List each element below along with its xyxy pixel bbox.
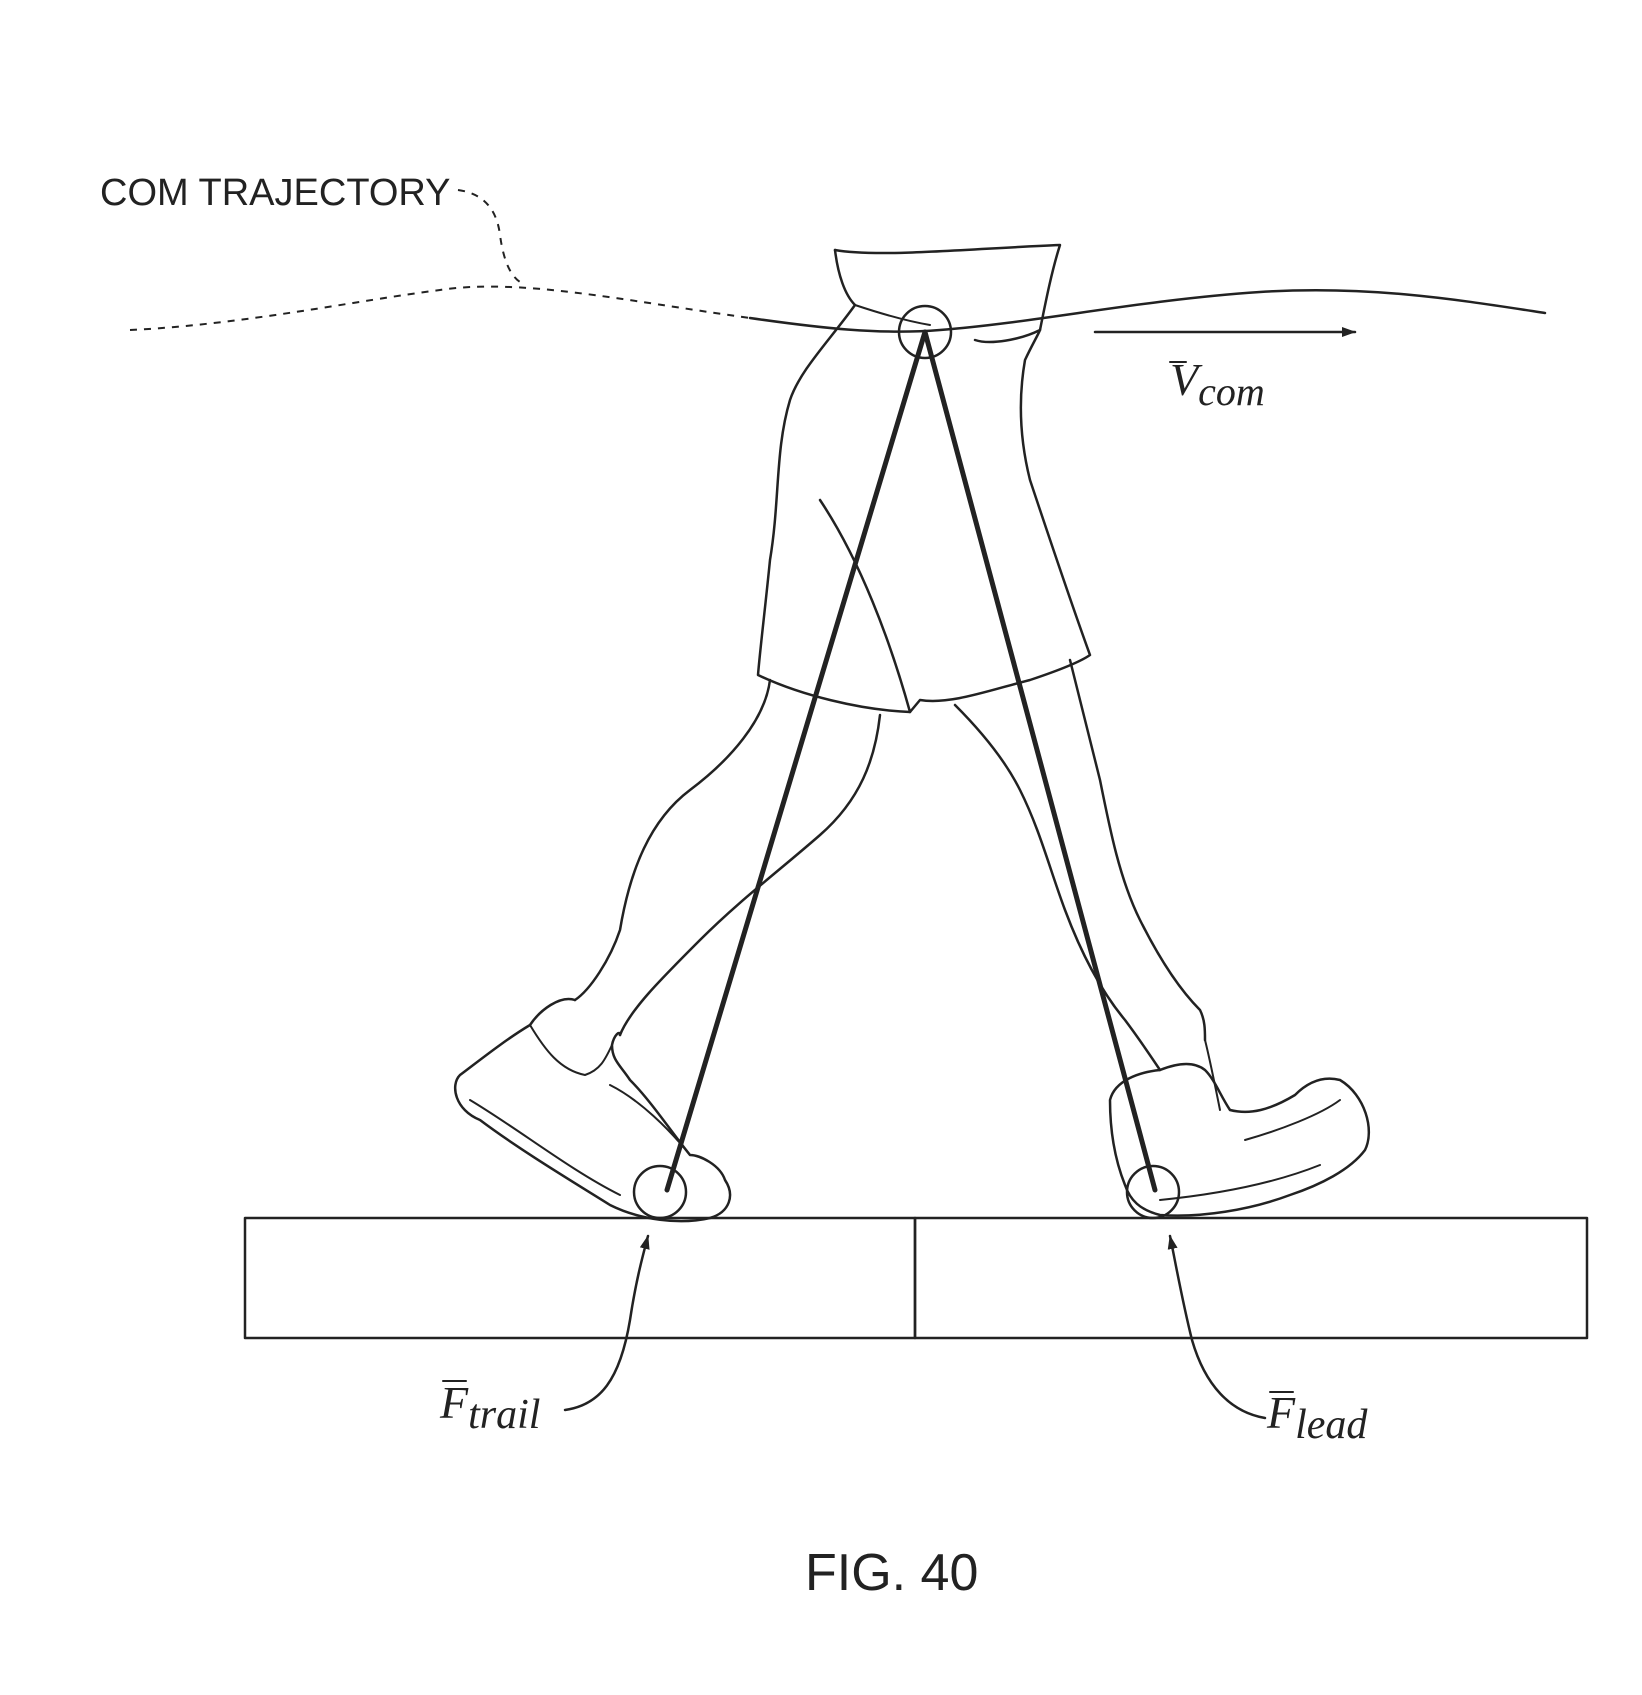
f-lead-subscript: lead xyxy=(1295,1402,1368,1448)
figure-caption: FIG. 40 xyxy=(805,1544,978,1602)
f-lead-symbol: F xyxy=(1266,1387,1296,1438)
com-trajectory-solid xyxy=(750,290,1545,331)
com-trajectory-label: COM TRAJECTORY xyxy=(100,172,451,214)
v-com-subscript: com xyxy=(1198,369,1265,414)
trail-contact-marker xyxy=(634,1166,686,1218)
com-trajectory-dashed xyxy=(130,287,750,330)
v-com-label: Vcom xyxy=(1170,354,1265,414)
f-trail-symbol: F xyxy=(439,1377,469,1428)
com-trajectory-leader xyxy=(458,190,520,282)
leading-leg xyxy=(955,660,1205,1070)
lead-force-arrow xyxy=(1170,1236,1265,1418)
force-plate-trail xyxy=(245,1218,915,1338)
trail-force-arrow xyxy=(565,1236,648,1410)
lead-force-line xyxy=(925,332,1155,1190)
f-trail-subscript: trail xyxy=(468,1392,540,1438)
trail-force-line xyxy=(667,332,925,1190)
force-plate-lead xyxy=(915,1218,1587,1338)
f-lead-label: Flead xyxy=(1266,1387,1368,1448)
leading-shoe xyxy=(1110,1040,1369,1216)
shorts-outline xyxy=(758,245,1090,712)
f-trail-label: Ftrail xyxy=(439,1377,540,1438)
